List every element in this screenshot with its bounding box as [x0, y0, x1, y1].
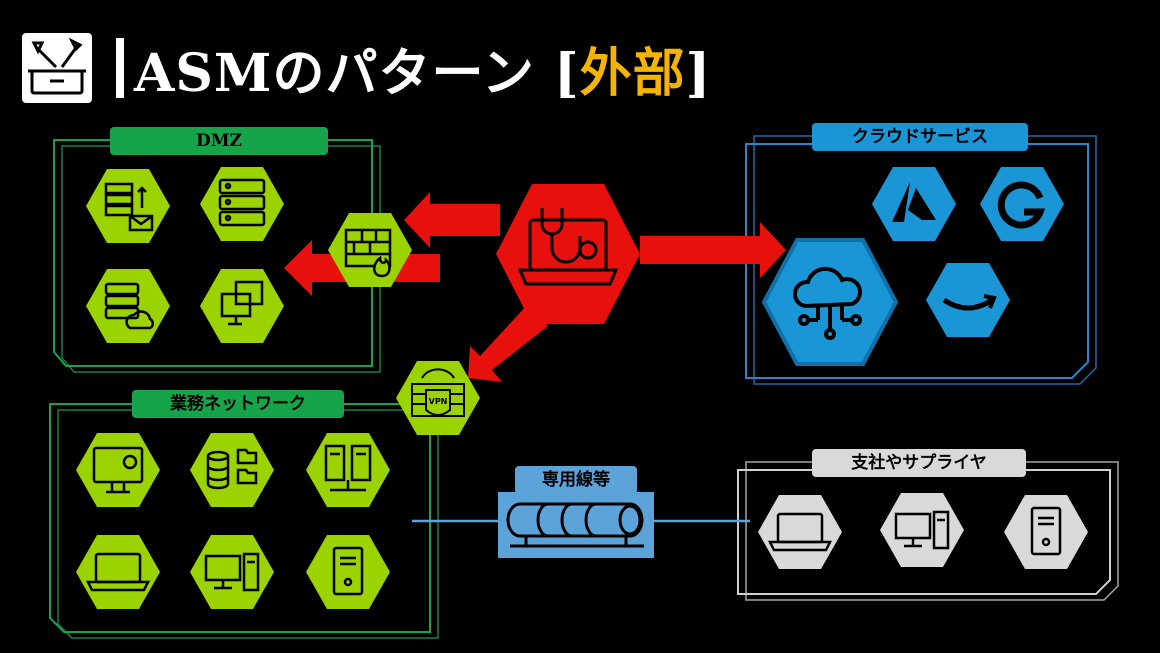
dmz-nodes	[86, 167, 284, 343]
cloud-nodes	[761, 167, 1064, 366]
azure-node	[872, 167, 956, 241]
firewall-icon	[344, 228, 392, 278]
branch-tower-node	[1004, 495, 1088, 569]
cloud-server-node	[86, 269, 170, 343]
cloud-network-node	[761, 238, 899, 366]
arrow-to-firewall	[404, 192, 500, 248]
title-suffix: ]	[685, 42, 712, 104]
attacker-node	[496, 184, 640, 324]
network-servers-icon	[324, 444, 372, 492]
laptop-node	[76, 535, 160, 609]
title-text: ASMのパターン [外部]	[134, 31, 711, 106]
branch-label: 支社やサプライヤ	[812, 449, 1026, 477]
laptop-stethoscope-icon	[517, 208, 619, 286]
database-node	[190, 433, 274, 507]
google-icon	[997, 181, 1046, 229]
amazon-smile-icon	[942, 294, 997, 311]
azure-icon	[892, 182, 936, 222]
server-rack-icon	[218, 178, 266, 227]
network-servers-node	[306, 433, 390, 507]
branch-laptop-node	[758, 495, 842, 569]
laptop-icon	[85, 552, 151, 592]
tower-pc-icon	[332, 546, 364, 596]
mail-server-icon	[104, 182, 154, 232]
cloud-server-icon	[104, 282, 155, 330]
workstation-node	[200, 269, 284, 343]
aws-node	[926, 263, 1010, 337]
branch-desktop-icon	[894, 510, 950, 550]
branch-nodes	[758, 493, 1088, 569]
branch-desktop-node	[880, 493, 964, 567]
mail-server-node	[86, 169, 170, 243]
desktop-node	[190, 535, 274, 609]
cloud-network-icon	[793, 266, 862, 340]
toolbox-icon	[22, 33, 92, 103]
dedicated-line-node	[498, 492, 654, 558]
branch-laptop-icon	[767, 512, 833, 552]
business-frame	[49, 403, 439, 639]
cloud-frame	[745, 135, 1097, 385]
cloud-label: クラウドサービス	[812, 123, 1028, 151]
arrow-to-cloud	[640, 222, 786, 278]
business-nodes	[76, 433, 390, 609]
vpn-label: VPN	[429, 397, 448, 406]
vpn-node: VPN	[396, 361, 480, 435]
title-prefix: ASMのパターン [	[134, 42, 580, 104]
tower-pc-node	[306, 535, 390, 609]
desktop-pc-icon	[204, 552, 260, 592]
branch-tower-icon	[1030, 506, 1062, 556]
vpn-shield-icon	[411, 368, 465, 417]
page-title: ASMのパターン [外部]	[22, 28, 711, 108]
workstation-icon	[220, 280, 264, 326]
title-accent: 外部	[579, 42, 686, 104]
business-network-label: 業務ネットワーク	[132, 390, 344, 418]
firewall-node	[328, 213, 412, 287]
branch-frame	[737, 461, 1119, 601]
arrow-to-vpn	[468, 304, 548, 382]
settings-monitor-node	[76, 433, 160, 507]
settings-monitor-icon	[92, 446, 144, 494]
dedicated-line-label: 専用線等	[515, 466, 637, 494]
pipeline-icon	[506, 502, 644, 548]
google-cloud-node	[980, 167, 1064, 241]
dmz-label: DMZ	[110, 127, 328, 155]
title-divider	[116, 38, 124, 98]
database-folders-icon	[206, 448, 258, 490]
server-rack-node	[200, 167, 284, 241]
